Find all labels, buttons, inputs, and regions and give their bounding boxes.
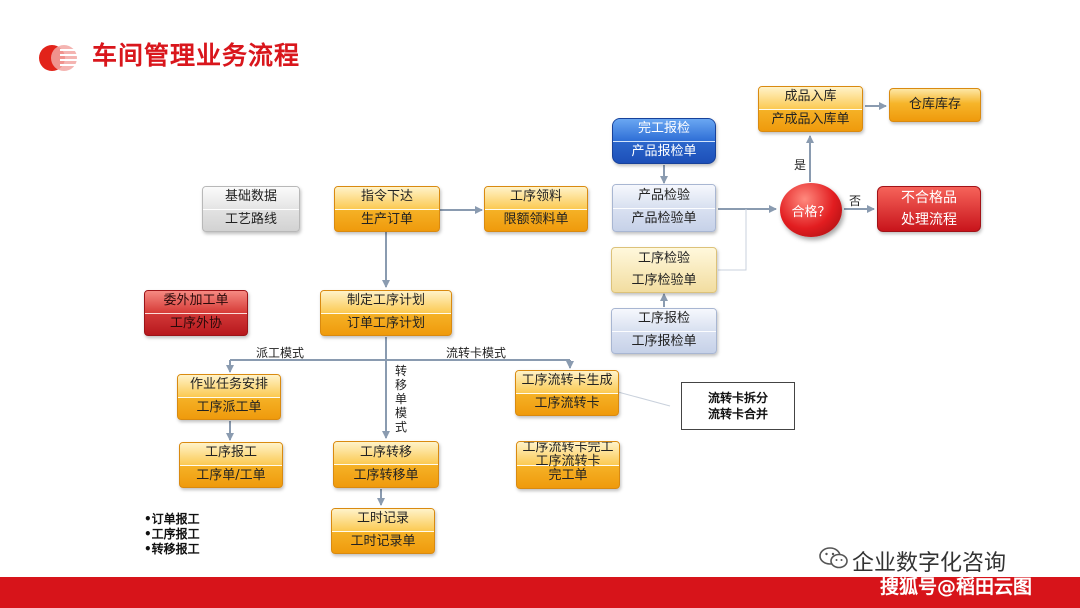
process-transfer-form-label: 工序转移单 [353,467,419,483]
process-report-inspection-label: 工序报检 [612,309,716,332]
product-inspection-form-label: 产品检验单 [631,211,697,227]
flow-card-mode-label: 流转卡模式 [446,346,507,360]
order-process-plan-label: 订单工序计划 [346,315,425,331]
task-arrangement-label: 作业任务安排 [178,375,280,398]
outsource-order-label: 委外加工单 [145,291,247,314]
flow-card-generate-label: 工序流转卡生成 [516,371,618,394]
wechat-icon [819,547,848,569]
process-outsource-label: 工序外协 [169,315,222,331]
process-report-inspection-form-label: 工序报检单 [631,333,697,349]
product-inspection-box: 产品检验 产品检验单 [612,184,716,232]
no-label: 否 [849,194,862,208]
flow-card-complete-label-group: 工序流转卡完工 工序流转卡 [517,441,619,469]
dispatch-mode-label: 派工模式 [256,346,305,360]
qualified-decision: 合格？ [780,183,842,237]
yes-label: 是 [794,158,807,172]
process-work-order-label: 工序单/工单 [196,467,266,483]
material-requisition-label: 工序领料 [485,187,587,210]
page-title: 车间管理业务流程 [92,41,301,70]
list-item: •订单报工 [144,512,200,526]
transfer-mode-label: 转移单模式 [394,364,407,434]
process-transfer-label: 工序转移 [334,442,438,465]
list-item: •转移报工 [144,542,200,556]
base-data-label: 基础数据 [203,187,299,210]
time-record-label: 工时记录 [332,509,434,532]
time-record-box: 工时记录 工时记录单 [331,508,435,554]
nonconforming-box: 不合格品 处理流程 [877,186,981,232]
base-data-box: 基础数据 工艺路线 [202,186,300,232]
finished-goods-in-form-label: 产成品入库单 [771,111,850,127]
flow-card-label: 工序流转卡 [534,395,600,411]
dispatch-form-label: 工序派工单 [196,399,262,415]
process-report-label: 工序报工 [180,443,282,466]
nonconforming-label: 不合格品 [901,189,957,206]
warehouse-stock-label: 仓库库存 [908,96,961,112]
task-arrangement-box: 作业任务安排 工序派工单 [177,374,281,420]
time-record-form-label: 工时记录单 [350,533,416,549]
finished-goods-in-label: 成品入库 [759,87,862,110]
handling-flow-label: 处理流程 [901,211,957,228]
footer-bar [0,577,1080,608]
watermark-source: 搜狐号@稻田云图 [880,576,1033,598]
order-issue-box: 指令下达 生产订单 [334,186,440,232]
process-plan-box: 制定工序计划 订单工序计划 [320,290,452,336]
production-order-label: 生产订单 [360,211,413,227]
completion-report-box: 完工报检 产品报检单 [612,118,716,164]
logo-icon [39,45,78,71]
flow-card-merge-label: 流转卡合并 [707,407,768,421]
flow-card-note: 流转卡拆分 流转卡合并 [681,382,795,430]
flow-card-complete-label: 工序流转卡完工 [522,441,614,455]
order-issue-label: 指令下达 [335,187,439,210]
process-route-label: 工艺路线 [224,211,277,227]
process-inspection-box: 工序检验 工序检验单 [611,247,717,293]
watermark-account: 企业数字化咨询 [852,551,1007,576]
flow-card-complete-sub-label: 工序流转卡 [535,454,601,469]
process-inspection-label: 工序检验 [637,250,690,266]
process-report-inspection-box: 工序报检 工序报检单 [611,308,717,354]
flow-card-generate-box: 工序流转卡生成 工序流转卡 [515,370,619,416]
outsource-box: 委外加工单 工序外协 [144,290,248,336]
completion-form-label: 完工单 [548,468,588,484]
process-transfer-box: 工序转移 工序转移单 [333,441,439,488]
flow-card-complete-box: 工序流转卡完工 工序流转卡 完工单 [516,441,620,489]
product-inspection-label: 产品检验 [613,185,715,209]
completion-report-label: 完工报检 [613,119,715,142]
warehouse-stock-box: 仓库库存 [889,88,981,122]
list-item: •工序报工 [144,527,200,541]
flow-card-split-label: 流转卡拆分 [707,390,768,405]
process-report-box: 工序报工 工序单/工单 [179,442,283,488]
process-plan-label: 制定工序计划 [321,291,451,314]
product-report-form-label: 产品报检单 [631,143,697,159]
finished-goods-in-box: 成品入库 产成品入库单 [758,86,863,132]
process-inspection-form-label: 工序检验单 [631,272,697,288]
limit-requisition-label: 限额领料单 [503,211,569,227]
report-type-list: •订单报工 •工序报工 •转移报工 [144,512,200,557]
material-requisition-box: 工序领料 限额领料单 [484,186,588,232]
